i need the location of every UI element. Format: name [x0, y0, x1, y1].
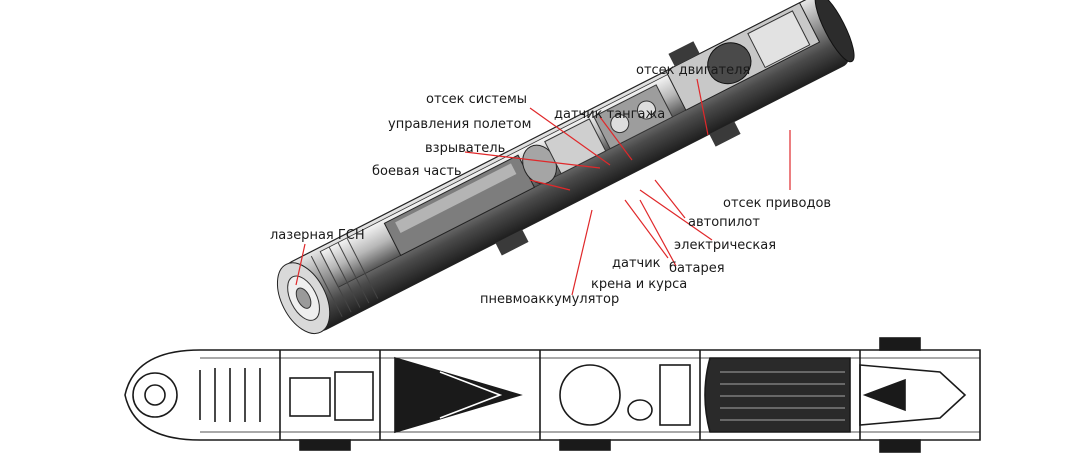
label-engine-compartment: отсек двигателя	[636, 63, 751, 78]
label-pneumatic-accumulator: пневмоаккумулятор	[480, 292, 620, 307]
label-roll-yaw-sensor-1: датчик	[612, 256, 661, 271]
label-warhead: боевая часть	[372, 164, 462, 179]
leader-lines	[295, 78, 791, 296]
label-laser-seeker: лазерная ГСН	[270, 228, 365, 243]
label-pitch-sensor: датчик тангажа	[554, 107, 666, 122]
label-actuator-compartment: отсек приводов	[723, 196, 832, 211]
label-autopilot: автопилот	[688, 215, 760, 230]
label-fuze: взрыватель	[425, 141, 506, 156]
label-control-system-2: управления полетом	[388, 117, 532, 132]
label-electric-battery-1: электрическая	[674, 238, 777, 253]
label-control-system-1: отсек системы	[426, 92, 528, 107]
section-schematic	[124, 337, 981, 453]
label-roll-yaw-sensor-2: крена и курса	[591, 277, 688, 292]
label-electric-battery-2: батарея	[669, 261, 725, 276]
